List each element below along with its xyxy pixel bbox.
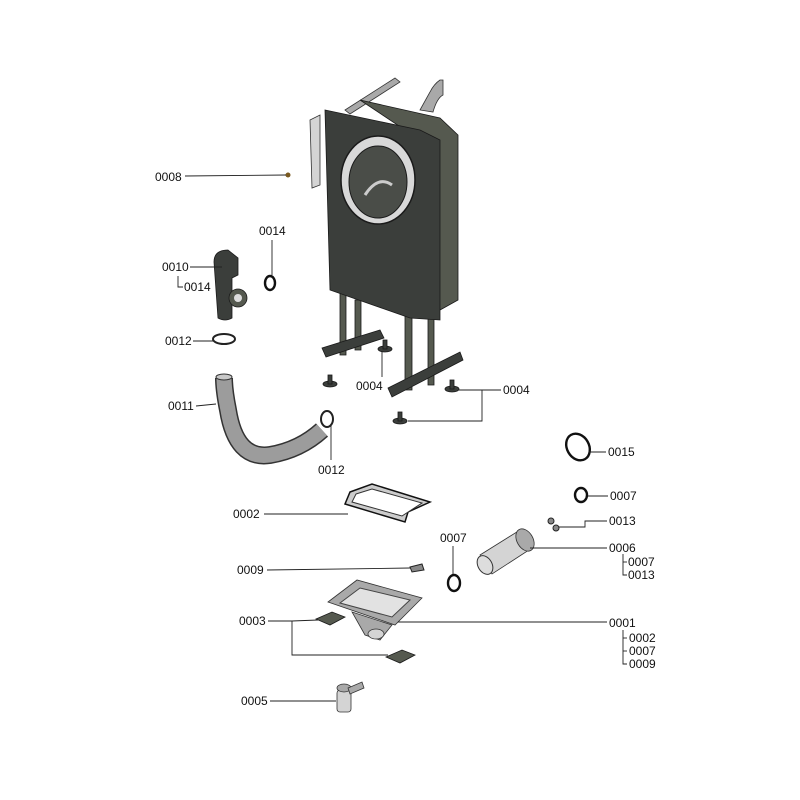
label-0001-sub-0002[interactable]: 0002 (629, 631, 656, 645)
adjustable-feet-part (322, 339, 460, 425)
label-0013[interactable]: 0013 (609, 514, 636, 528)
label-0008[interactable]: 0008 (155, 170, 182, 184)
sensor-part (285, 172, 291, 178)
label-0004[interactable]: 0004 (356, 379, 383, 393)
sensor-probe-part (409, 563, 425, 573)
label-0006-sub-0007[interactable]: 0007 (628, 555, 655, 569)
label-0004[interactable]: 0004 (503, 383, 530, 397)
label-0010[interactable]: 0010 (162, 260, 189, 274)
hose-clamp-part (320, 410, 334, 428)
drain-fitting-part (336, 681, 365, 713)
label-0002[interactable]: 0002 (233, 507, 260, 521)
label-0001-sub-0009[interactable]: 0009 (629, 657, 656, 671)
label-0003[interactable]: 0003 (239, 614, 266, 628)
heat-exchanger-part (285, 77, 464, 398)
label-0009[interactable]: 0009 (237, 563, 264, 577)
label-0012[interactable]: 0012 (318, 463, 345, 477)
condensate-trap-part (476, 528, 535, 575)
part-labels: 0008 0014 0010 0014 0012 0011 0012 0004 … (155, 170, 656, 708)
label-0010-sub-0014[interactable]: 0014 (184, 280, 211, 294)
label-0007[interactable]: 0007 (440, 531, 467, 545)
o-ring-part (263, 274, 277, 292)
label-0007[interactable]: 0007 (610, 489, 637, 503)
label-0012[interactable]: 0012 (165, 334, 192, 348)
condensate-tray-part (327, 579, 423, 641)
label-0015[interactable]: 0015 (608, 445, 635, 459)
hose-clamp-part (212, 333, 236, 345)
bracket-part (384, 649, 416, 664)
o-ring-part (573, 486, 589, 504)
label-0005[interactable]: 0005 (241, 694, 268, 708)
label-0001[interactable]: 0001 (609, 616, 636, 630)
label-0006[interactable]: 0006 (609, 541, 636, 555)
o-ring-part (446, 573, 462, 593)
elbow-pipe-part (213, 249, 248, 321)
label-0001-sub-0007[interactable]: 0007 (629, 644, 656, 658)
o-ring-part (564, 432, 592, 462)
leader-lines (177, 174, 627, 702)
label-0011[interactable]: 0011 (168, 399, 194, 413)
bracket-part (314, 611, 346, 626)
label-0006-sub-0013[interactable]: 0013 (628, 568, 655, 582)
label-0014[interactable]: 0014 (259, 224, 286, 238)
